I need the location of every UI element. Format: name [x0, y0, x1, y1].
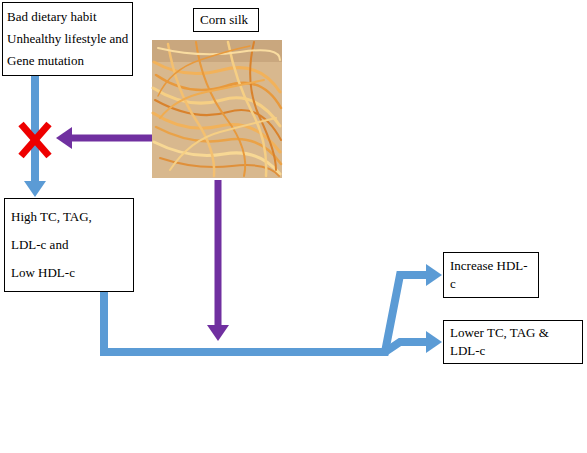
block-cross — [21, 124, 49, 156]
outcome-box: Lower TC, TAG & LDL-c — [443, 320, 583, 364]
cause-box: Bad dietary habitUnhealthy lifestyle and… — [2, 2, 133, 76]
cross-stroke — [21, 124, 49, 156]
effect-arrow-head — [207, 325, 229, 341]
flow-arrow — [104, 275, 426, 352]
box-text: Gene mutation — [7, 50, 128, 72]
box-text: Lower TC, TAG & LDL-c — [450, 324, 576, 360]
remedy-box: Corn silk — [193, 8, 259, 32]
box-text: Bad dietary habit — [7, 6, 128, 28]
condition-box: High TC, TAG, LDL-c and Low HDL-c — [4, 198, 134, 292]
effect-arrow — [207, 180, 229, 341]
photo-ground — [152, 40, 282, 178]
inhibit-arrow-head — [56, 127, 72, 149]
box-text: High TC, TAG, LDL-c and Low HDL-c — [11, 203, 95, 287]
flow-arrow — [31, 76, 39, 181]
cross-stroke — [21, 124, 49, 156]
silk-strands — [153, 42, 281, 176]
inhibit-arrow-shaft — [72, 135, 152, 142]
box-text: Unhealthy lifestyle and — [7, 28, 128, 50]
effect-arrow-shaft — [215, 180, 222, 325]
box-text: Increase HDL-c — [450, 257, 532, 293]
box-text: Corn silk — [200, 12, 252, 28]
inhibit-arrow — [56, 127, 152, 149]
corn-silk-photo — [152, 40, 282, 178]
outcome-box: Increase HDL-c — [443, 252, 539, 298]
flow-arrow — [104, 292, 426, 352]
